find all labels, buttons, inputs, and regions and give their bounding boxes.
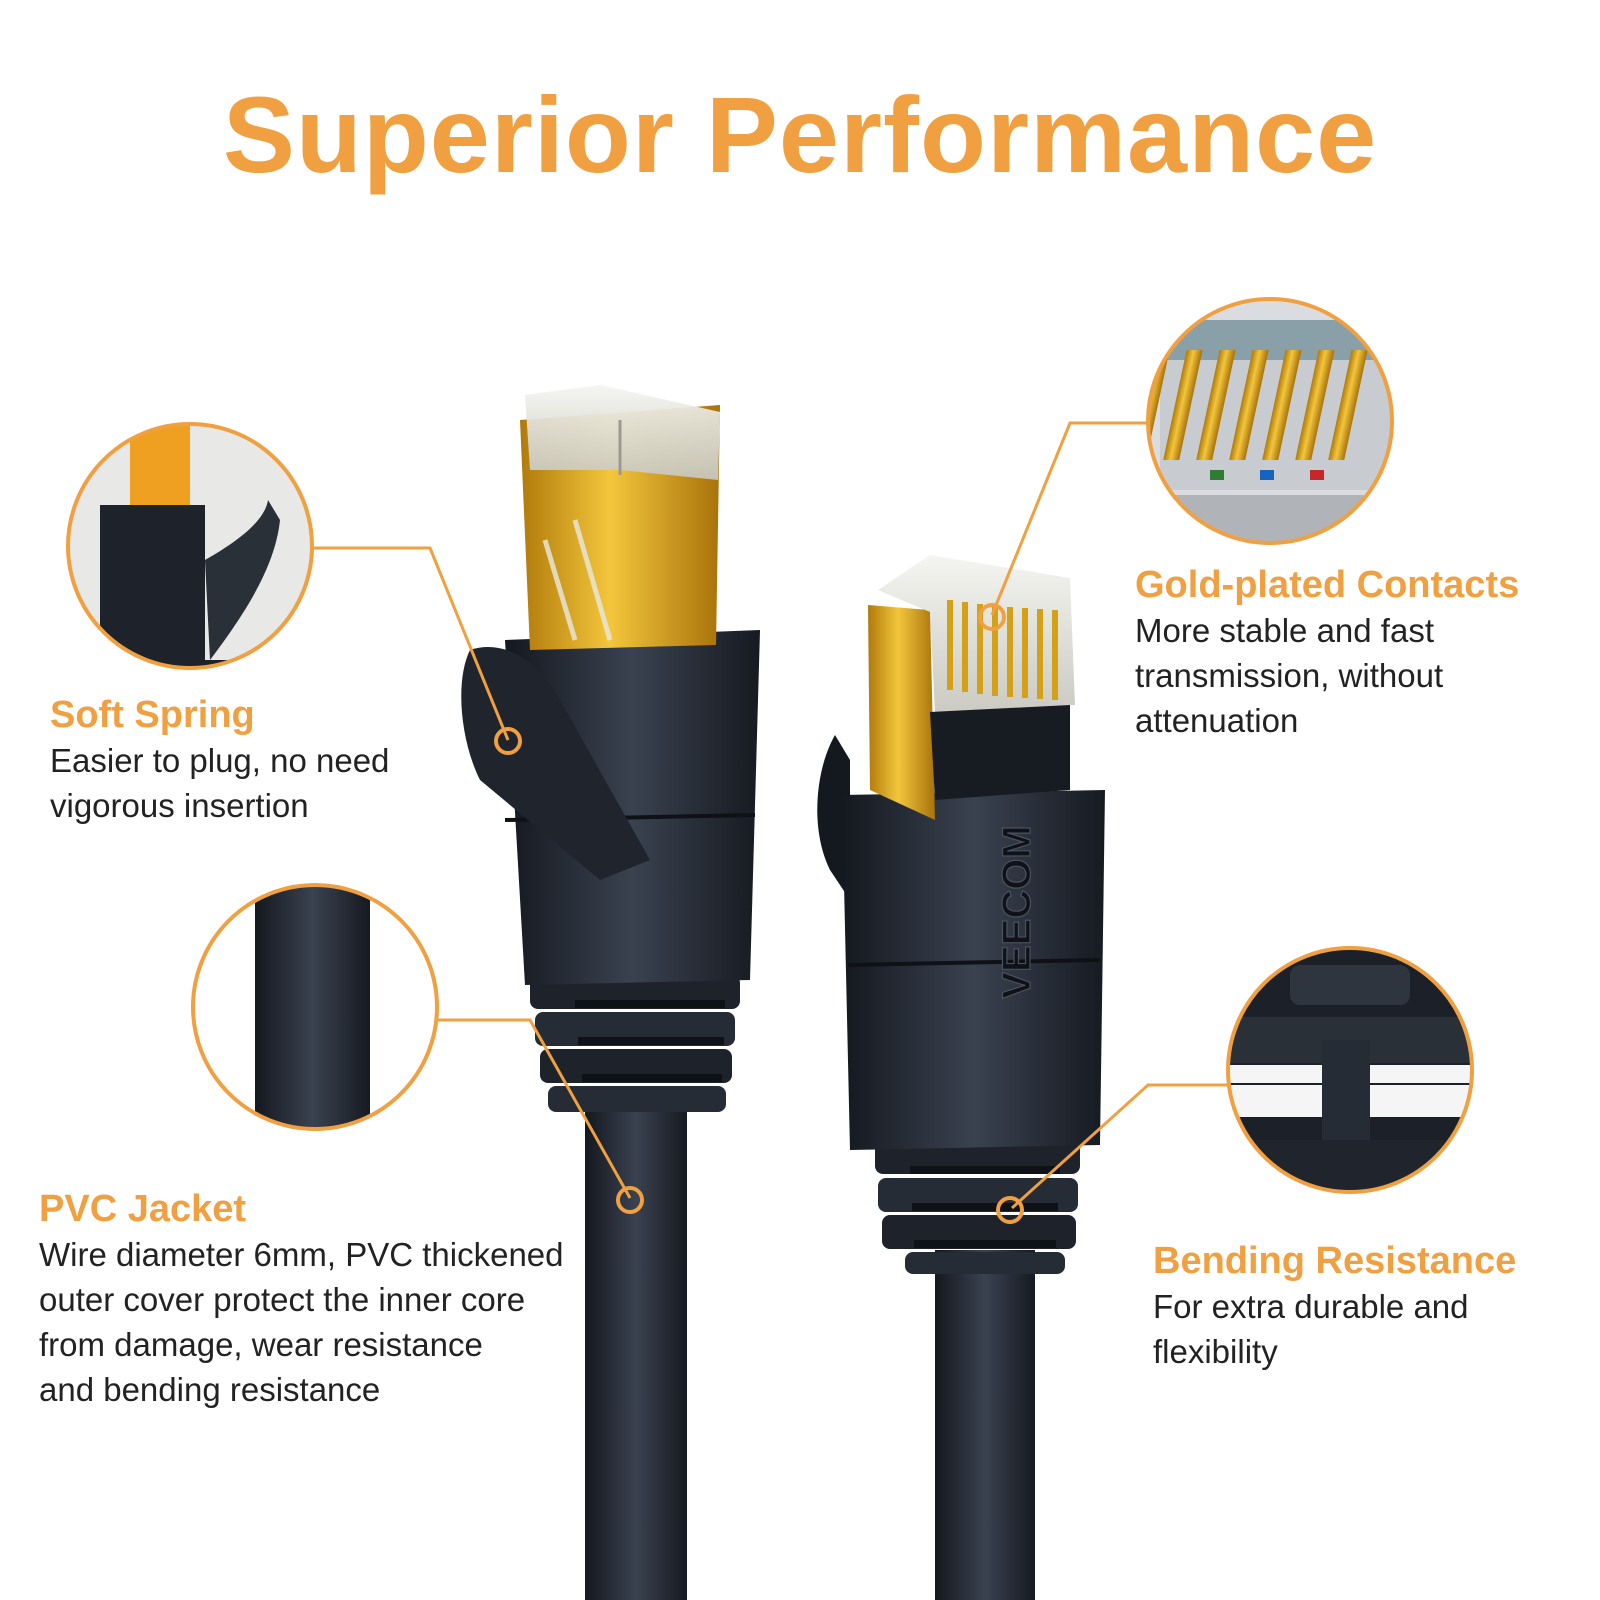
feature-line: Easier to plug, no need — [50, 742, 390, 779]
left-clear-plug — [525, 385, 720, 480]
feature-line: vigorous insertion — [50, 787, 309, 824]
callout-bending — [996, 946, 1474, 1224]
right-gold-contacts — [947, 600, 1058, 700]
feature-line: For extra durable and — [1153, 1288, 1469, 1325]
right-strain-relief — [875, 1140, 1080, 1274]
brand-mark: VEECOM — [995, 825, 1039, 998]
feature-heading: Soft Spring — [50, 694, 255, 736]
callout-soft-spring — [66, 422, 522, 755]
feature-line: outer cover protect the inner core — [39, 1281, 526, 1318]
feature-heading: Bending Resistance — [1153, 1240, 1517, 1282]
feature-line: from damage, wear resistance — [39, 1326, 483, 1363]
right-cable — [935, 1250, 1035, 1600]
right-connector: VEECOM — [817, 555, 1105, 1600]
feature-pvc-jacket: PVC Jacket Wire diameter 6mm, PVC thicke… — [39, 1186, 599, 1412]
page-title: Superior Performance — [222, 74, 1378, 195]
feature-line: transmission, without — [1135, 657, 1444, 694]
right-gold-shield — [868, 605, 935, 820]
callout-pvc-jacket — [191, 883, 644, 1214]
left-connector — [461, 385, 760, 1600]
feature-line: flexibility — [1153, 1333, 1278, 1370]
right-boot — [842, 790, 1105, 1150]
feature-heading: Gold-plated Contacts — [1135, 564, 1520, 606]
feature-line: and bending resistance — [39, 1371, 381, 1408]
feature-gold-contacts: Gold-plated Contacts More stable and fas… — [1135, 562, 1590, 743]
left-latch — [461, 647, 650, 880]
left-cable — [585, 1090, 687, 1600]
feature-line: More stable and fast — [1135, 612, 1434, 649]
feature-line: attenuation — [1135, 702, 1299, 739]
feature-heading: PVC Jacket — [39, 1188, 247, 1230]
feature-bending: Bending Resistance For extra durable and… — [1153, 1238, 1593, 1374]
feature-line: Wire diameter 6mm, PVC thickened — [39, 1236, 564, 1273]
left-strain-relief — [530, 975, 740, 1112]
feature-soft-spring: Soft Spring Easier to plug, no need vigo… — [50, 692, 470, 828]
